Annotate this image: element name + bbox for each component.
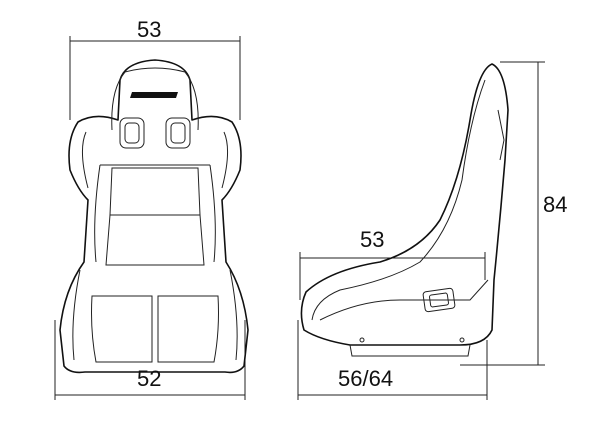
side-height-label: 84: [543, 192, 568, 217]
logo: [130, 92, 178, 98]
side-depth-label: 53: [360, 227, 385, 252]
front-top-width-label: 53: [137, 17, 162, 42]
front-bottom-width-label: 52: [137, 366, 162, 391]
side-view-seat: [300, 63, 509, 357]
side-height-dimension: [460, 61, 545, 366]
side-depth-dimension: [299, 252, 486, 300]
front-top-dimension: [69, 36, 241, 120]
side-base-label: 56/64: [338, 366, 394, 391]
front-view-seat: [59, 59, 249, 374]
side-base-dimension: [297, 320, 488, 400]
